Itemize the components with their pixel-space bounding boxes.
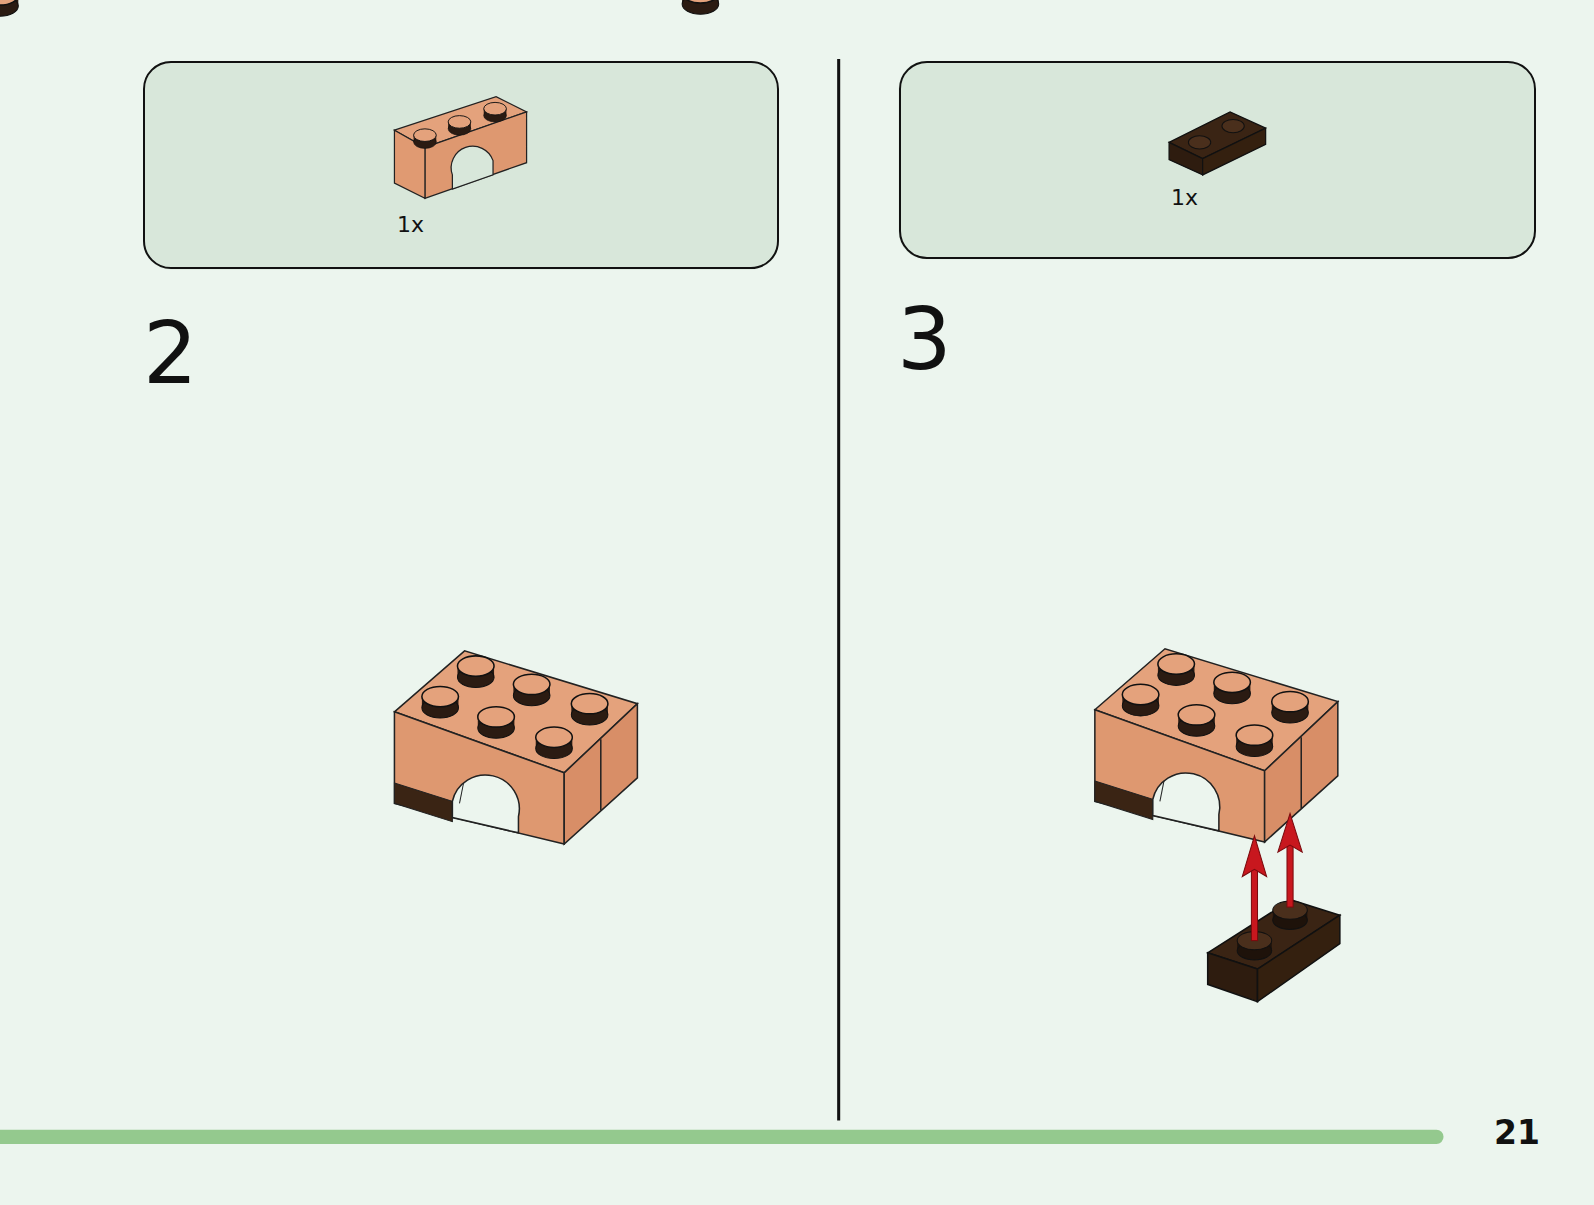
dark-plate-part [1169, 112, 1266, 175]
part-count: 1x [1171, 185, 1198, 210]
step-model [682, 0, 1338, 842]
footer-bar [0, 1130, 1444, 1144]
parts-panel-fill [143, 61, 778, 269]
parts-panel: 1x [899, 61, 1536, 259]
step-number: 2 [143, 310, 198, 396]
dark-plate-part [1208, 900, 1340, 1002]
assembly-arrow [1242, 814, 1302, 941]
divider-line [837, 59, 840, 1121]
part-count: 1x [397, 212, 424, 237]
step-number: 3 [897, 296, 952, 382]
arch-brick-part [394, 97, 526, 199]
parts-panel: 1x [143, 61, 779, 269]
parts-panel-fill [899, 61, 1535, 259]
page-number: 21 [1494, 1116, 1540, 1149]
step-model [0, 0, 637, 844]
